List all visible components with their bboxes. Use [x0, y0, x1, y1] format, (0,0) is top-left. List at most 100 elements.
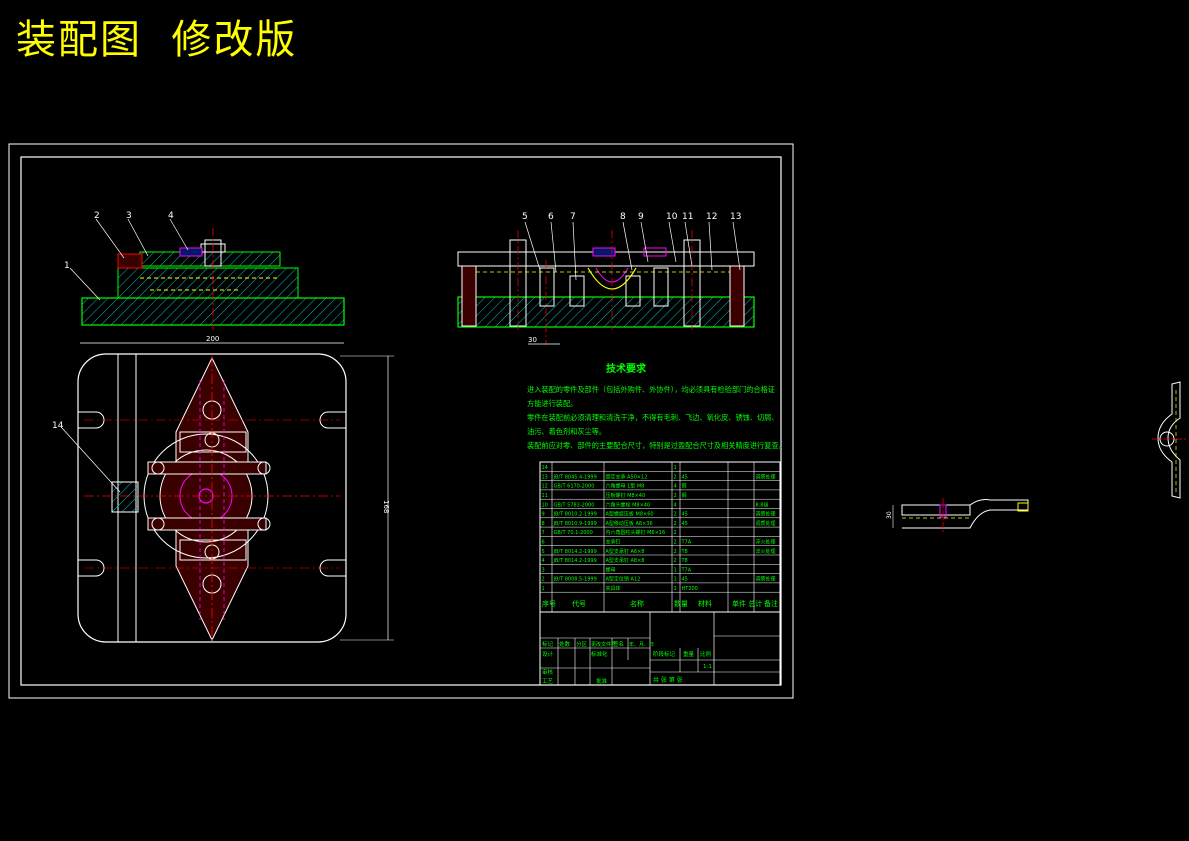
bom-cell: 2: [674, 558, 677, 564]
tb-weight: 重量: [683, 650, 695, 658]
balloon-14: 14: [52, 421, 64, 431]
tech-requirements: 技术要求 进入装配的零件及部件（包括外购件、外协件），均必须具有检验部门的合格证…: [527, 362, 786, 450]
tech-heading: 技术要求: [606, 362, 647, 375]
section-balloon-10: 10: [666, 212, 678, 222]
tb-stage: 阶段标记: [653, 650, 676, 658]
bom-cell: 8: [542, 521, 545, 527]
tb-mark: 标记: [542, 640, 554, 648]
page-title: 装配图 修改版: [16, 17, 298, 63]
bom-cell: 2: [674, 530, 677, 536]
bom-cell: 1: [674, 567, 677, 573]
section-balloon-11: 11: [682, 212, 693, 222]
detail-body: [901, 504, 971, 516]
section-balloon-8: 8: [620, 212, 626, 222]
section-arc: [587, 267, 637, 290]
bom-header-cell: 备注: [764, 599, 778, 608]
section-nut-right: [643, 247, 667, 257]
section-balloon-12: 12: [706, 212, 717, 222]
front-nut: [179, 247, 203, 257]
tech-line-1: 进入装配的零件及部件（包括外购件、外协件），均必须具有检验部门的合格证: [527, 385, 775, 394]
section-leader-5: [524, 221, 541, 271]
bom-cell: GB/T 6170-2000: [554, 484, 595, 490]
tb-craft: 工艺: [542, 678, 554, 685]
plan-view[interactable]: 200 168 14: [52, 335, 394, 643]
section-leader-12: [708, 221, 713, 271]
bom-cell: JB/T 8014.2-1999: [553, 558, 597, 564]
tb-scale: 比例: [700, 650, 712, 658]
side-profile-outline: [1157, 381, 1181, 499]
titleblock-frame: [539, 611, 781, 686]
bom-cell: 淬火处理: [756, 548, 776, 555]
balloon-2: 2: [94, 211, 100, 221]
bom-cell: 2: [674, 549, 677, 555]
detail-arm: [902, 499, 1029, 529]
bom-cell: 3: [542, 567, 545, 573]
section-leader-11: [684, 221, 693, 267]
bom-cell: T8: [681, 549, 688, 555]
detail-pink-tab: [939, 504, 947, 518]
lower-block: [179, 539, 247, 561]
section-leader-9: [640, 221, 649, 263]
bom-cell: 钢: [682, 492, 687, 499]
section-leader-6: [550, 221, 557, 273]
leader-2: [95, 218, 125, 259]
bom-cell: 六角螺母 1型 M8: [606, 483, 645, 490]
bom-cell: T7A: [681, 567, 692, 573]
section-nut-left: [592, 247, 616, 257]
bom-cell: 调质处理: [756, 473, 776, 480]
bom-cell: 六角头螺栓 M8×40: [606, 501, 651, 508]
tb-sheets: 共 张 第 张: [653, 676, 683, 684]
bom-header-cell: 名称: [630, 599, 644, 608]
bom-cell: 4: [542, 558, 545, 564]
bom-cell: A型定位销 A12: [606, 576, 641, 583]
bom-cell: 45: [682, 521, 688, 527]
bom-cell: 内六角圆柱头螺钉 M6×16: [606, 529, 666, 536]
bom-cell: 2: [674, 512, 677, 518]
section-balloon-9: 9: [638, 212, 644, 222]
bom-header-cell: 材料: [698, 599, 712, 608]
detail-part-view[interactable]: 30: [886, 498, 1029, 532]
section-col-3: [539, 267, 555, 307]
bom-cell: 淬火处理: [756, 539, 776, 546]
section-col-1: [461, 265, 477, 327]
tb-count: 处数: [559, 640, 571, 648]
bom-cell: A型支承钉 A6×8: [606, 548, 645, 555]
bolt-right-bottom: [257, 517, 271, 531]
side-profile-view[interactable]: [1152, 381, 1186, 499]
dim-width-text: 200: [206, 335, 219, 343]
tech-line-3: 零件在装配前必须清理和清洗干净，不得有毛刺、飞边、氧化皮、锈蚀、切屑、: [527, 413, 779, 422]
title-block[interactable]: 标记 处数 分区 更改文件号 签名 年、月、日 设计 标准化 审核 工艺 批准 …: [539, 611, 781, 686]
sheet-outer-border: [8, 143, 794, 699]
bom-cell: 2: [674, 493, 677, 499]
bom-cell: 1: [674, 577, 677, 583]
upper-block: [179, 431, 247, 453]
bom-cell: 45: [682, 512, 688, 518]
section-leader-8: [622, 221, 633, 271]
bom-cell: 7: [542, 530, 545, 536]
bom-cell: 2: [674, 521, 677, 527]
bom-cell: 调质处理: [756, 576, 776, 583]
tb-reviewer: 审核: [542, 668, 554, 676]
tb-scale-value: 1:1: [703, 664, 712, 670]
bom-cell: 夹具体: [606, 585, 621, 592]
plan-outline: [77, 353, 347, 643]
bom-cell: 45: [682, 474, 688, 480]
leader-3: [127, 218, 149, 257]
dim-height-text: 168: [382, 500, 390, 513]
bom-cell: 12: [542, 484, 548, 490]
bom-cell: 13: [542, 474, 548, 480]
section-balloon-13: 13: [730, 212, 741, 222]
tb-docno: 更改文件号: [591, 641, 616, 648]
front-view[interactable]: 1 2 3 4: [64, 211, 345, 330]
center-bar-2: [147, 517, 267, 531]
bom-cell: 14: [542, 465, 548, 471]
bom-header-cell: 单件 总计: [732, 599, 762, 608]
bom-cell: 调质处理: [756, 520, 776, 527]
tech-line-5: 装配前应对零、部件的主要配合尺寸，特别是过盈配合尺寸及相关精度进行复查。: [527, 441, 786, 450]
bom-header-cell: 数量: [674, 599, 688, 608]
bom-cell: 调质处理: [756, 511, 776, 518]
